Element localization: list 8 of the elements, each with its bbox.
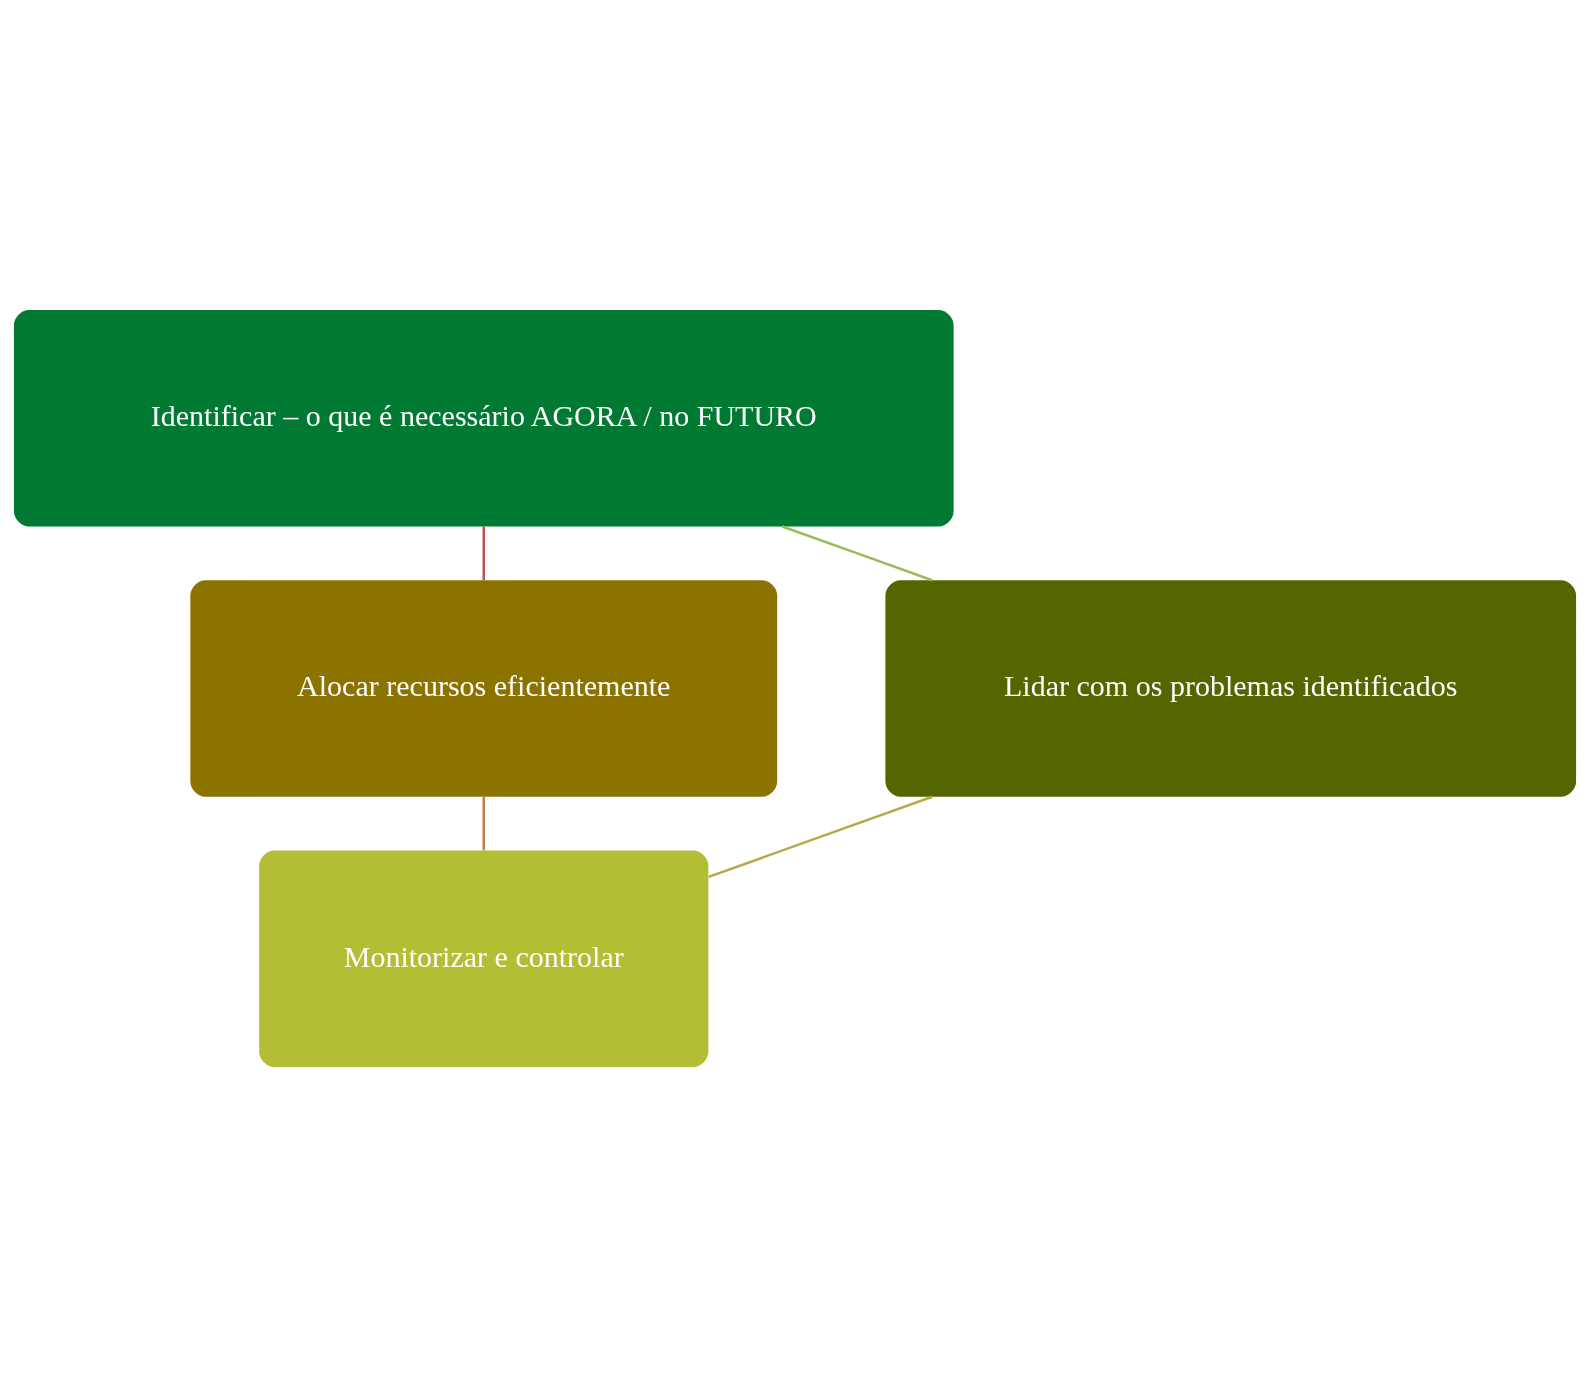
connector xyxy=(482,796,485,851)
node-box: Identificar – o que é necessário AGORA / no FUTURO xyxy=(13,310,954,527)
node-box: Lidar com os problemas identificados xyxy=(885,580,1577,797)
connector xyxy=(482,526,485,580)
node-box: Alocar recursos eficientemente xyxy=(190,580,778,797)
connector xyxy=(781,525,933,582)
node-box: Monitorizar e controlar xyxy=(259,850,709,1067)
connector xyxy=(708,795,933,879)
